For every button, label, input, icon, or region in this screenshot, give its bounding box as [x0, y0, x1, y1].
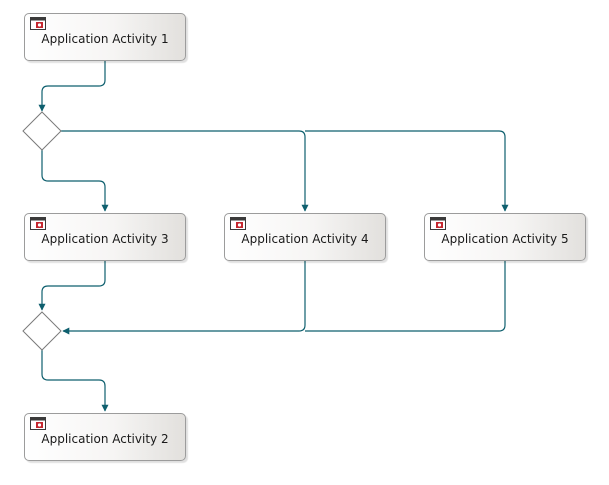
activity-label: Application Activity 4	[241, 232, 369, 246]
activity-node-2[interactable]: Application Activity 2	[24, 413, 186, 461]
application-window-icon	[30, 17, 46, 30]
connector-activity1-to-split[interactable]	[38, 61, 106, 112]
connector-join-to-activity2[interactable]	[41, 350, 109, 412]
connector-activity4-to-join[interactable]	[62, 261, 306, 335]
activity-node-1[interactable]: Application Activity 1	[24, 13, 186, 61]
connector-split-to-activity4[interactable]	[61, 130, 309, 212]
activity-label: Application Activity 5	[441, 232, 569, 246]
application-window-icon	[230, 217, 246, 230]
activity-node-5[interactable]: Application Activity 5	[424, 213, 586, 261]
join-gateway-diamond[interactable]	[22, 311, 62, 351]
connector-split-to-activity5[interactable]	[305, 130, 509, 212]
connector-activity3-to-join[interactable]	[38, 261, 106, 311]
activity-label: Application Activity 3	[41, 232, 169, 246]
application-window-icon	[430, 217, 446, 230]
application-window-icon	[30, 217, 46, 230]
activity-label: Application Activity 1	[41, 32, 169, 46]
split-gateway-diamond[interactable]	[22, 111, 62, 151]
activity-node-3[interactable]: Application Activity 3	[24, 213, 186, 261]
activity-label: Application Activity 2	[41, 432, 169, 446]
connector-activity5-to-join[interactable]	[305, 261, 506, 332]
application-window-icon	[30, 417, 46, 430]
activity-node-4[interactable]: Application Activity 4	[224, 213, 386, 261]
connector-split-to-activity3[interactable]	[41, 150, 109, 212]
